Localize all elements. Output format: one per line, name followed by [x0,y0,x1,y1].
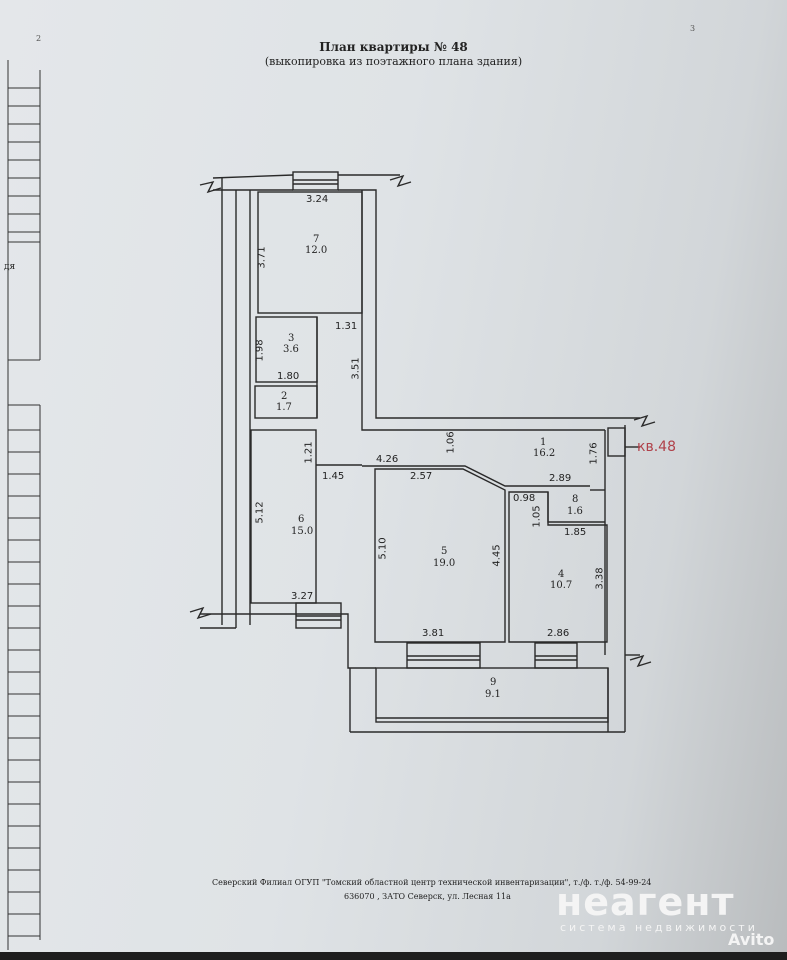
dimension: 1.85 [564,527,587,538]
room-3-number: 3 [288,333,295,344]
dimension: 3.81 [422,628,445,639]
room-3-area: 3.6 [283,344,299,355]
dimension: 1.06 [445,431,457,454]
dimension: 4.26 [376,454,399,465]
dimension: 1.76 [588,442,600,465]
room-5-number: 5 [441,546,448,557]
dimension: 1.45 [322,471,345,482]
watermark-avito: Avito [728,930,775,949]
room-6-area: 15.0 [291,526,314,537]
dimension: 4.45 [491,544,503,567]
room-8-area: 1.6 [567,506,583,517]
left-page-table [7,60,41,950]
dimension: 1.80 [277,371,300,382]
room-4-number: 4 [558,569,565,580]
room-1-number: 1 [540,437,547,448]
dimension: 0.98 [513,493,536,504]
apartment-tag: кв.48 [637,439,676,455]
watermark-brand: неагент [556,880,735,924]
room-2-area: 1.7 [276,402,292,413]
page-number-right: 3 [690,24,696,33]
bottom-edge [0,952,787,960]
dimension: 1.05 [531,505,543,528]
dimension: 3.38 [594,567,606,590]
plan-subtitle: (выкопировка из поэтажного плана здания) [264,55,523,68]
dimension: 1.21 [303,441,315,464]
room-7-number: 7 [313,234,320,245]
page-number-left: 2 [36,34,42,43]
dimension: 1.98 [254,339,266,362]
footer-organization: Северский Филиал ОГУП "Томский областной… [212,878,652,887]
dimension: 1.31 [335,321,358,332]
dimension: 5.10 [377,537,389,560]
walls [189,171,656,733]
room-5-area: 19.0 [433,558,456,569]
dimension: 3.24 [306,194,329,205]
room-1-area: 16.2 [533,448,556,459]
dimension: 5.12 [254,501,266,524]
dimension: 2.57 [410,471,433,482]
dimension: 3.51 [350,357,362,380]
dimension: 3.71 [256,246,268,269]
room-9-number: 9 [490,677,497,688]
dimension: 3.27 [291,591,314,602]
room-6-number: 6 [298,514,305,525]
watermark-tagline: система недвижимости [560,921,758,934]
footer-address: 636070 , ЗАТО Северск, ул. Лесная 11а [344,892,511,901]
room-4-area: 10.7 [550,580,573,591]
left-page-fragment: дя [4,262,16,272]
room-7-area: 12.0 [305,245,328,256]
room-8-number: 8 [572,494,579,505]
dimension: 2.89 [549,473,572,484]
dimension: 2.86 [547,628,570,639]
room-2-number: 2 [281,391,288,402]
room-9-area: 9.1 [485,689,501,700]
plan-title: План квартиры № 48 [319,40,468,54]
